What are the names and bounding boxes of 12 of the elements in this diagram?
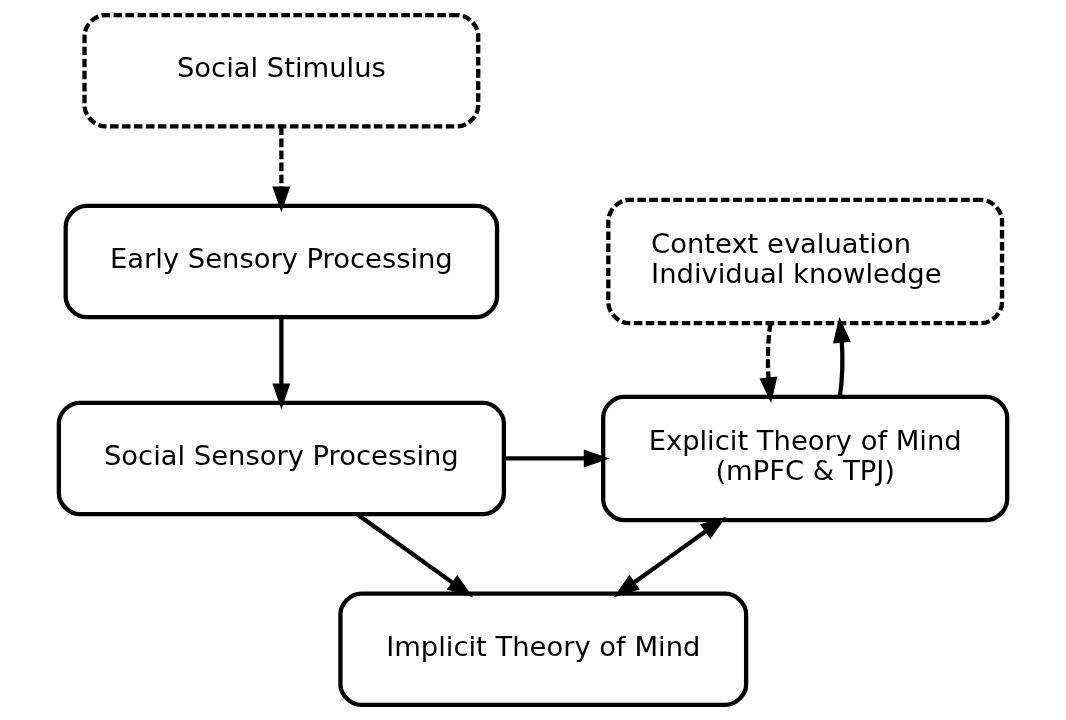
arrow (272, 126, 291, 213)
node-box: Implicit Theory of Mind (338, 591, 749, 708)
arrow (759, 323, 778, 404)
node-box: Context evaluation Individual knowledge (606, 197, 1005, 326)
node-box: Early Sensory Processing (63, 203, 500, 320)
arrow (272, 317, 291, 410)
node-box: Social Sensory Processing (56, 400, 507, 517)
arrow (832, 316, 851, 397)
node-box: Explicit Theory of Mind (mPFC & TPJ) (601, 394, 1010, 523)
node-box: Social Stimulus (82, 12, 481, 129)
arrow (504, 449, 610, 468)
arrow (613, 516, 727, 598)
